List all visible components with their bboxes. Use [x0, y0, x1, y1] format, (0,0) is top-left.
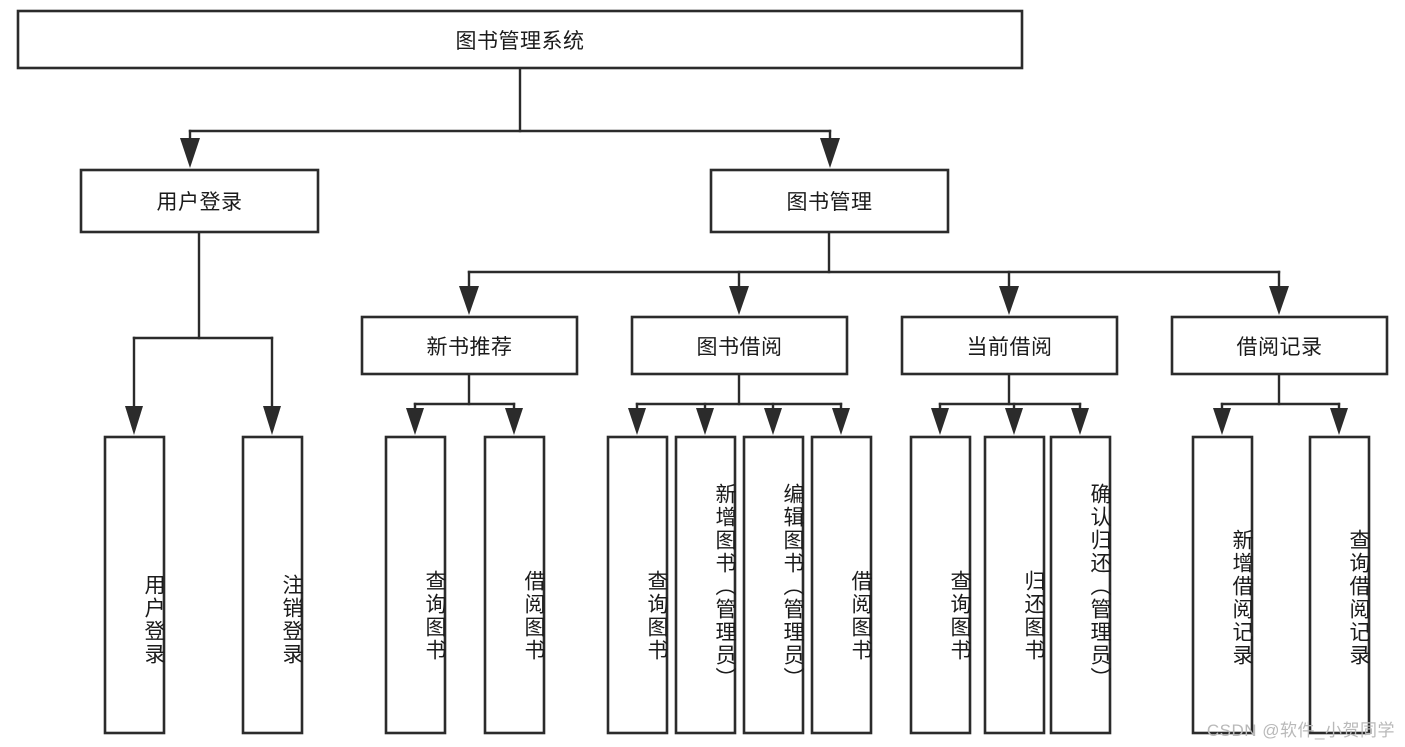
arrowhead-to-new-book-recommend: [459, 286, 479, 315]
arrowhead-to-user-login: [180, 138, 200, 168]
node-leaf-borrow-book-2[interactable]: [810, 435, 873, 735]
node-new-book-recommend[interactable]: [360, 315, 579, 376]
arrowhead-to-current-borrow: [999, 286, 1019, 315]
arrowhead-leaf-confirm-return: [1071, 408, 1089, 435]
connector-layer: [125, 66, 1348, 435]
arrowhead-leaf-query-book-1: [406, 408, 424, 435]
arrowhead-leaf-return-book: [1005, 408, 1023, 435]
arrowhead-to-book-manage: [820, 138, 840, 168]
node-leaf-confirm-return[interactable]: [1049, 435, 1112, 735]
node-leaf-return-book[interactable]: [983, 435, 1046, 735]
node-borrow-record[interactable]: [1170, 315, 1389, 376]
arrowhead-leaf-add-record: [1213, 408, 1231, 435]
arrowhead-leaf-edit-book: [764, 408, 782, 435]
node-book-manage[interactable]: [709, 168, 950, 234]
arrowhead-leaf-user-login: [125, 406, 143, 435]
arrowhead-leaf-query-record: [1330, 408, 1348, 435]
node-current-borrow[interactable]: [900, 315, 1119, 376]
node-root[interactable]: [16, 9, 1024, 70]
node-user-login[interactable]: [79, 168, 320, 234]
node-leaf-user-logout[interactable]: [241, 435, 304, 735]
node-leaf-borrow-book-1[interactable]: [483, 435, 546, 735]
node-leaf-query-book-1[interactable]: [384, 435, 447, 735]
node-leaf-user-login[interactable]: [103, 435, 166, 735]
node-leaf-add-book[interactable]: [674, 435, 737, 735]
arrowhead-leaf-borrow-book-1: [505, 408, 523, 435]
node-leaf-edit-book[interactable]: [742, 435, 805, 735]
node-leaf-add-record[interactable]: [1191, 435, 1254, 735]
arrowhead-leaf-query-book-3: [931, 408, 949, 435]
arrowhead-leaf-user-logout: [263, 406, 281, 435]
arrowhead-leaf-borrow-book-2: [832, 408, 850, 435]
arrowhead-to-borrow-record: [1269, 286, 1289, 315]
csdn-watermark: CSDN @软件_小贺同学: [1206, 721, 1395, 740]
node-book-borrow[interactable]: [630, 315, 849, 376]
node-leaf-query-record[interactable]: [1308, 435, 1371, 735]
arrowhead-to-book-borrow: [729, 286, 749, 315]
node-box-layer: [16, 9, 1389, 735]
node-leaf-query-book-2[interactable]: [606, 435, 669, 735]
arrowhead-leaf-add-book: [696, 408, 714, 435]
arrowhead-leaf-query-book-2: [628, 408, 646, 435]
node-leaf-query-book-3[interactable]: [909, 435, 972, 735]
